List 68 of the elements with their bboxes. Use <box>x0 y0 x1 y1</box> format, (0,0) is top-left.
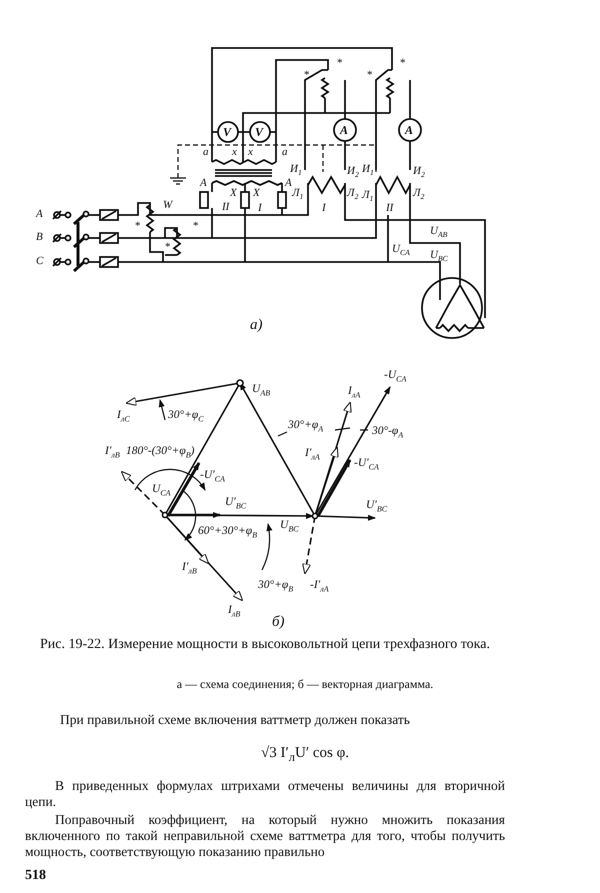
body-text: При правильной схеме включения ваттметр должен показать <box>60 712 411 728</box>
angle-label: 30°+φ$_{A}$ <box>288 420 324 434</box>
voltage-label: U$_{CA}$ <box>392 244 410 257</box>
terminal-label: Л$_{1}$ <box>362 190 374 203</box>
meter-letter: V <box>223 126 232 138</box>
figure-caption: Рис. 19-22. Измерение мощности в высоковольтной цепи трехфазного тока. <box>38 637 491 653</box>
terminal-label: И$_{1}$ <box>362 164 374 177</box>
angle-label: 180°-(30°+φ$_{B}$) <box>126 446 194 460</box>
voltage-label: U$_{BC}$ <box>430 250 448 263</box>
meter-letter: V <box>255 126 264 138</box>
formula: √3 I′$_{л}$U′ cos φ. <box>260 745 350 765</box>
terminal-label: X <box>230 188 237 199</box>
winding-label: II <box>222 202 230 213</box>
vector-label: U$_{AB}$ <box>252 384 270 398</box>
terminal-label: X <box>253 188 260 199</box>
vector-label: U$_{BC}$ <box>280 520 299 534</box>
terminal-label: x <box>248 147 253 158</box>
figure-legend: а — схема соединения; б — векторная диаграмма. <box>105 676 505 692</box>
page-number: 518 <box>25 868 47 884</box>
terminal-label: Л$_{1}$ <box>292 188 304 201</box>
polarity-mark: * <box>304 70 310 81</box>
terminal-label: Л$_{2}$ <box>347 188 358 201</box>
terminal-label: Л$_{2}$ <box>413 188 424 201</box>
terminal-label: A <box>285 178 292 189</box>
vector-label: -U′$_{CA}$ <box>200 470 225 484</box>
vector-label: I$_{лB}$ <box>228 605 240 618</box>
body-text: В приведенных формулах штрихами отмечены величины для вторичной цепи. <box>25 778 505 810</box>
transformer-label: I <box>322 203 326 214</box>
angle-label: 60°+30°+φ$_{B}$ <box>198 526 258 540</box>
vector-label: I$_{лC}$ <box>117 410 130 424</box>
polarity-mark: * <box>337 58 342 69</box>
angle-label: 30°+φ$_{C}$ <box>168 410 204 424</box>
vector-label: -U$_{CA}$ <box>384 370 406 384</box>
polarity-mark: * <box>135 221 140 232</box>
phase-label: A <box>36 209 43 220</box>
voltage-label: U$_{AB}$ <box>430 226 448 239</box>
transformer-label: II <box>386 203 394 214</box>
terminal-label: И$_{1}$ <box>290 164 302 177</box>
vector-label: I′$_{лB}$ <box>182 562 197 576</box>
angle-label: 30°+φ$_{B}$ <box>258 580 294 594</box>
vector-label: U′$_{BC}$ <box>366 500 388 514</box>
body-text: Поправочный коэффициент, на который нужно множить показания включенного по такой неправильной схеме ваттметра для того, чтобы получить мощность, соответствующую показанию правильно <box>25 812 505 860</box>
meter-letter: A <box>405 124 414 136</box>
vector-label: I$_{лA}$ <box>348 386 360 400</box>
terminal-label: a <box>203 147 208 158</box>
phase-label: B <box>36 232 43 243</box>
terminal-label: x <box>232 147 237 158</box>
terminal-label: И$_{2}$ <box>347 166 359 179</box>
polarity-mark: * <box>400 58 406 69</box>
terminal-label: a <box>282 147 288 158</box>
vector-label: -I′$_{лA}$ <box>310 580 329 594</box>
phase-label: C <box>36 256 44 267</box>
wattmeter-label: W <box>163 200 172 211</box>
meter-letter: A <box>340 124 348 136</box>
subfigure-label: б) <box>272 615 285 630</box>
vector-label: U′$_{BC}$ <box>225 497 246 510</box>
vector-label: U$_{CA}$ <box>152 484 171 498</box>
polarity-mark: * <box>367 70 372 81</box>
terminal-label: A <box>200 178 207 189</box>
terminal-label: И$_{2}$ <box>413 166 425 179</box>
polarity-mark: * <box>193 221 198 232</box>
angle-label: 30°-φ$_{A}$ <box>372 426 404 440</box>
winding-label: I <box>258 203 262 214</box>
subfigure-label: а) <box>250 318 262 333</box>
vector-label: -U′$_{CA}$ <box>354 458 379 472</box>
vector-label: I′$_{лB}$ <box>105 446 120 460</box>
vector-label: I′$_{лA}$ <box>305 448 320 462</box>
polarity-mark: * <box>165 242 170 253</box>
